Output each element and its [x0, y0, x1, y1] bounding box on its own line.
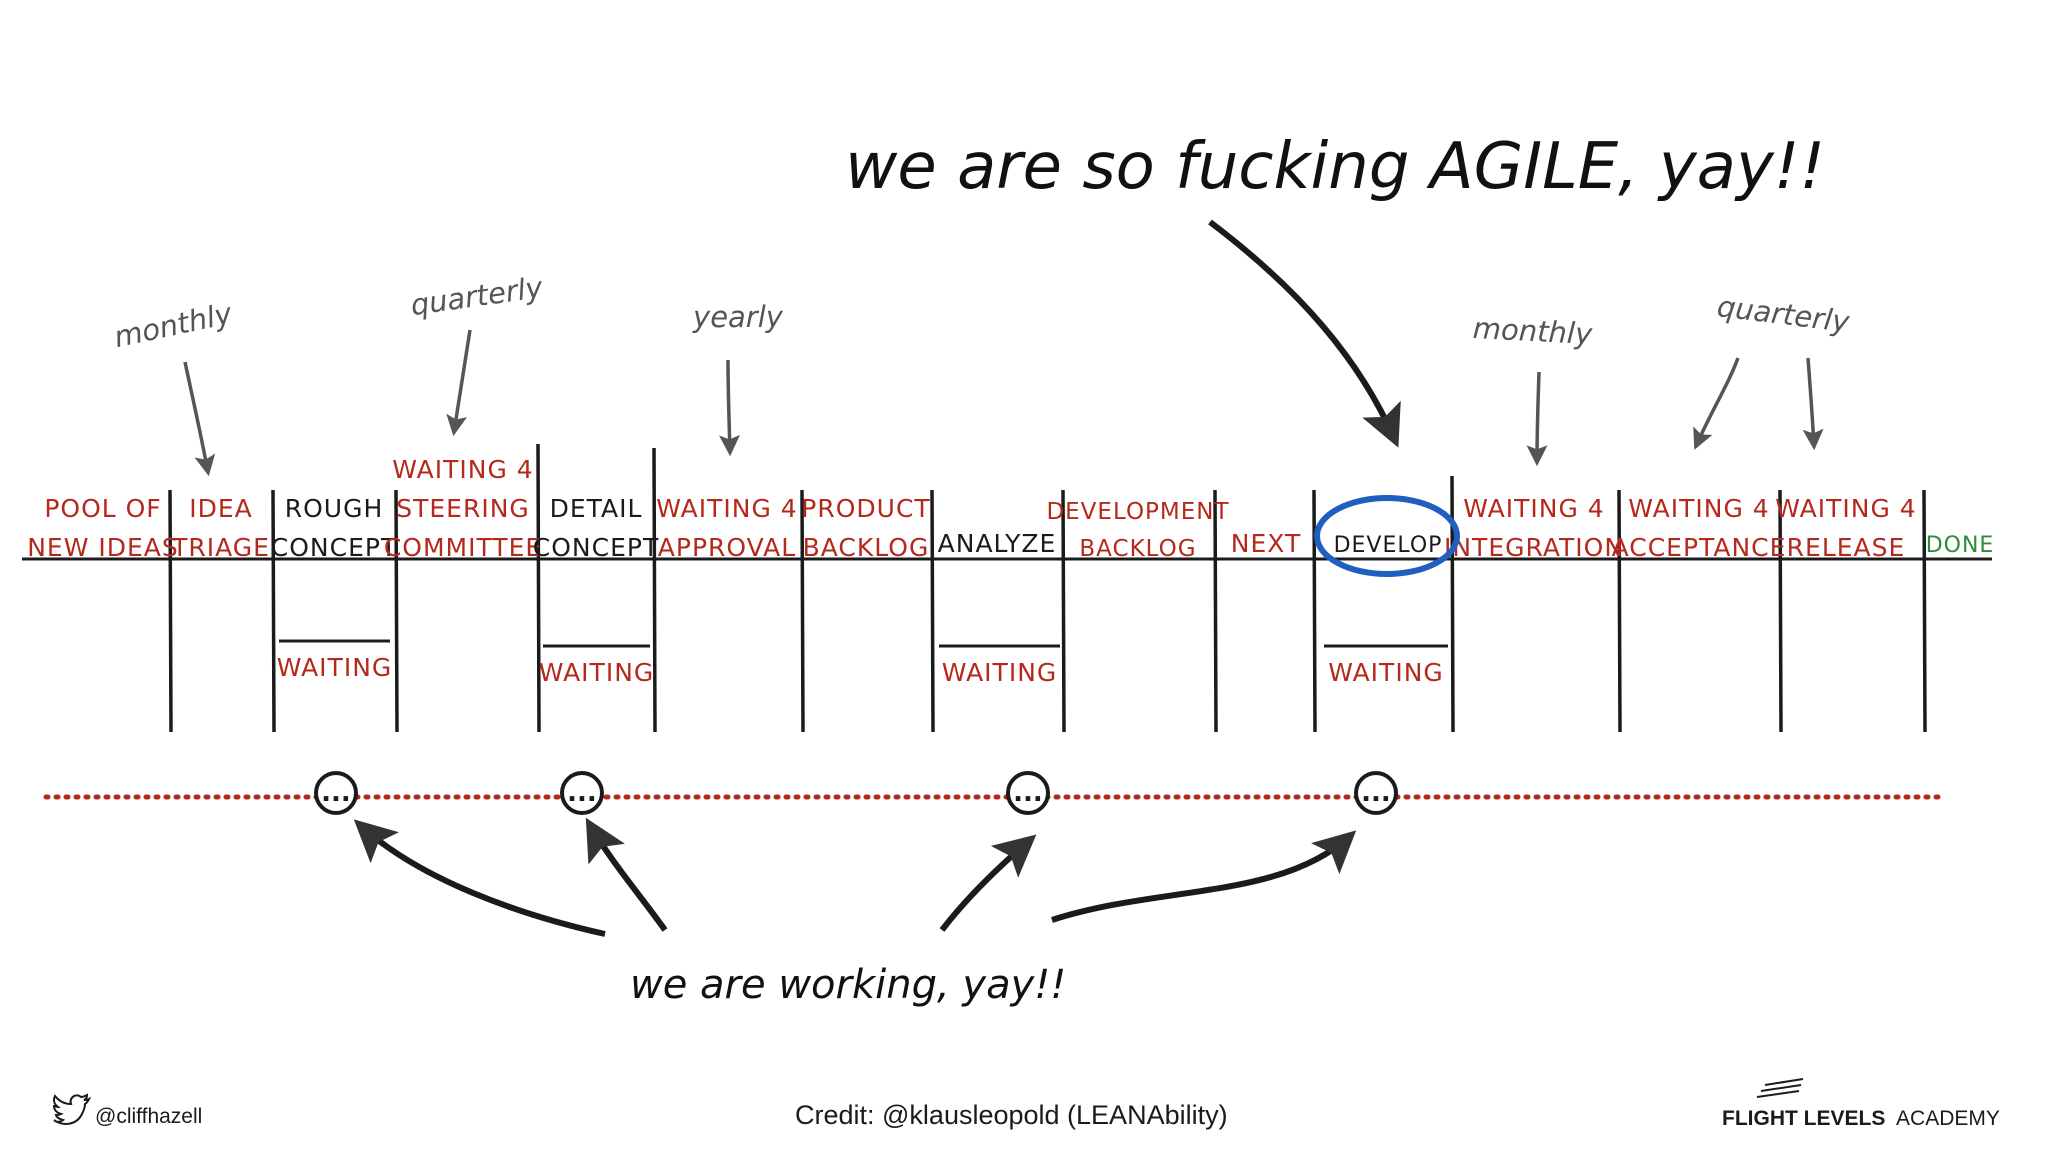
column-label: WAITING 4: [392, 455, 533, 484]
waiting-lanes: WAITING WAITING WAITING WAITING: [277, 639, 1448, 687]
cadence-label: quarterly: [408, 270, 545, 322]
column-label: DEVELOP: [1334, 533, 1443, 558]
headline: we are so fucking AGILE, yay!!: [845, 130, 1825, 204]
column-divider: [1312, 489, 1317, 733]
column-divider: [800, 489, 805, 733]
cadence-arrow: [183, 361, 216, 477]
column-label: ACCEPTANCE: [1612, 533, 1787, 562]
column-label: TRIAGE: [171, 533, 270, 562]
column-labels: POOL OF NEW IDEAS IDEA TRIAGE ROUGH CONCEPT WA…: [27, 455, 1995, 562]
column-divider: [1213, 489, 1218, 733]
smiley-icon: ...: [560, 771, 604, 815]
credit-line: Credit: @klausleopold (LEANAbility): [795, 1100, 1228, 1130]
column-label: NEW IDEAS: [27, 533, 179, 562]
waiting-label: WAITING: [1328, 658, 1444, 687]
column-divider: [1617, 489, 1622, 733]
column-label: APPROVAL: [658, 533, 796, 562]
column-label: NEXT: [1231, 529, 1301, 558]
column-divider: [930, 489, 935, 733]
column-label: IDEA: [189, 494, 253, 523]
column-label: STEERING: [396, 494, 530, 523]
svg-text:...: ...: [321, 778, 351, 808]
column-divider: [271, 489, 276, 733]
column-label: CONCEPT: [533, 533, 659, 562]
column-label: ROUGH: [285, 494, 384, 523]
column-label: DEVELOPMENT: [1046, 499, 1229, 525]
column-label: DETAIL: [550, 494, 643, 523]
smiley-icon: ...: [314, 771, 358, 815]
svg-text:...: ...: [1013, 778, 1043, 808]
work-markers: ............: [314, 771, 1398, 815]
column-divider: [168, 489, 173, 733]
work-arrow-3: [939, 834, 1037, 932]
subline: we are working, yay!!: [630, 962, 1066, 1008]
column-label: BACKLOG: [1079, 536, 1196, 562]
brand-mark: FLIGHT LEVELS ACADEMY: [1722, 1107, 2000, 1130]
cadence-label: yearly: [692, 300, 784, 334]
headline-arrow: [1208, 219, 1401, 448]
svg-text:...: ...: [567, 778, 597, 808]
column-label: WAITING 4: [1775, 494, 1916, 523]
brand-bold: FLIGHT LEVELS: [1722, 1107, 1885, 1130]
twitter-handle: @cliffhazell: [95, 1105, 202, 1128]
cadence-label: quarterly: [1715, 289, 1852, 339]
column-divider: [1450, 475, 1455, 733]
column-label: INTEGRATION: [1444, 533, 1624, 562]
cadence-arrow: [446, 329, 472, 437]
column-label: COMMITTEE: [384, 533, 542, 562]
column-label: ANALYZE: [938, 529, 1057, 558]
column-label: BACKLOG: [803, 533, 930, 562]
column-label: PRODUCT: [801, 494, 930, 523]
waiting-label: WAITING: [539, 658, 655, 687]
work-arrow-1: [353, 819, 606, 937]
work-arrow-4: [1051, 830, 1357, 923]
cadence-label: monthly: [111, 296, 236, 354]
column-dividers: [168, 443, 1927, 733]
waiting-label: WAITING: [277, 653, 393, 682]
column-label: RELEASE: [1787, 533, 1906, 562]
cadence-annotations: monthly quarterly yearly monthly quarterly: [111, 270, 1852, 477]
column-divider: [1778, 489, 1783, 733]
twitter-bird-icon: [52, 1093, 92, 1125]
column-divider: [652, 447, 657, 733]
column-divider: [394, 489, 399, 733]
circle-highlight-icon: [1314, 495, 1460, 577]
column-divider: [536, 443, 541, 733]
cadence-label: monthly: [1472, 311, 1594, 351]
column-label: WAITING 4: [1628, 494, 1769, 523]
column-label: CONCEPT: [271, 533, 397, 562]
column-label: DONE: [1926, 533, 1995, 558]
flight-levels-logo-icon: [1756, 1078, 1804, 1098]
waiting-label: WAITING: [942, 658, 1058, 687]
work-arrow-2: [585, 817, 668, 932]
column-label: WAITING 4: [1463, 494, 1604, 523]
cadence-arrow: [1526, 371, 1548, 467]
cadence-arrow: [719, 359, 741, 457]
smiley-icon: ...: [1354, 771, 1398, 815]
cadence-arrow: [1802, 357, 1824, 451]
column-label: POOL OF: [44, 494, 161, 523]
svg-text:...: ...: [1361, 778, 1391, 808]
column-label: WAITING 4: [656, 494, 797, 523]
smiley-icon: ...: [1006, 771, 1050, 815]
brand-light: ACADEMY: [1896, 1107, 2000, 1130]
column-divider: [1922, 489, 1927, 733]
cadence-arrow: [1693, 357, 1740, 450]
column-divider: [1061, 489, 1066, 733]
